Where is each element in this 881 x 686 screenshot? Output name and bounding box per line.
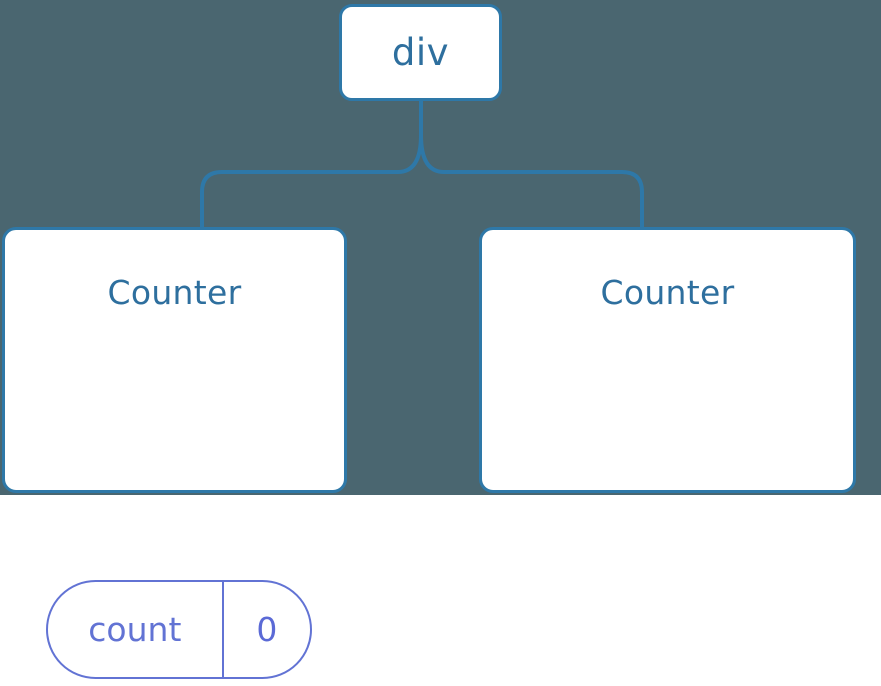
- root-node-label: div: [391, 31, 450, 74]
- component-card-counter-right[interactable]: Counter count 1: [479, 227, 856, 493]
- component-title: Counter: [107, 273, 242, 312]
- component-title: Counter: [600, 273, 735, 312]
- state-pill-count[interactable]: count 0: [46, 580, 312, 679]
- connector-branch-left: [200, 133, 423, 229]
- state-value-label: 0: [221, 582, 310, 677]
- connector-branch-right: [419, 133, 644, 229]
- root-node-div[interactable]: div: [339, 4, 502, 101]
- state-key-label: count: [88, 610, 182, 649]
- component-card-counter-left[interactable]: Counter count 0: [2, 227, 347, 679]
